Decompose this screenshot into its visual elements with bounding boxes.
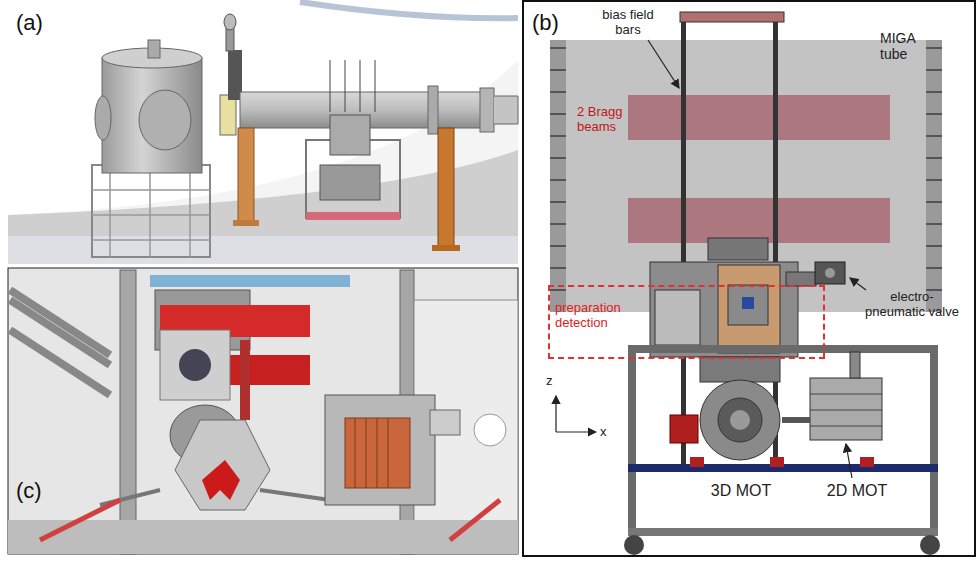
part-label: bias field bars xyxy=(598,8,658,38)
axis-label: x xyxy=(600,425,612,440)
part-label: electro-pneumatic valve xyxy=(862,290,962,320)
panel-c xyxy=(8,268,518,554)
panel-a xyxy=(8,2,518,264)
panel-letter: (a) xyxy=(16,10,56,35)
axis-label: z xyxy=(546,374,558,389)
tube-band: MIGA tube 2 Bragg beams xyxy=(567,22,930,312)
part-label: 2D MOT xyxy=(812,482,902,500)
panel-b xyxy=(523,1,975,556)
beam-label: 2 Bragg beams xyxy=(577,105,627,135)
panel-letter: (c) xyxy=(16,478,56,503)
region-label: preparation detection xyxy=(555,301,639,331)
tube-label: MIGA tube xyxy=(880,30,926,62)
part-label: 3D MOT xyxy=(696,482,786,500)
panel-letter: (b) xyxy=(532,10,572,35)
region-box: preparation detection xyxy=(548,285,825,359)
